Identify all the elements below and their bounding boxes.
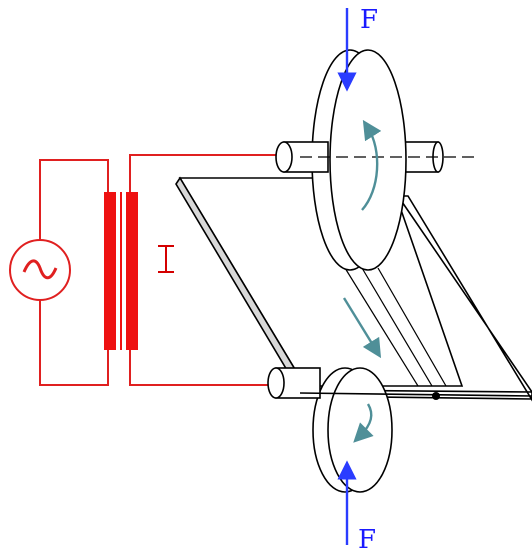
lower-electrode-wheel: [267, 367, 393, 493]
circuit: [39, 154, 280, 386]
rotation-arrow-upper: [361, 119, 382, 211]
secondary-wire-top: [129, 154, 280, 198]
rotation-arrow-lower: [353, 403, 374, 443]
weld-seam: [344, 267, 447, 387]
force-label-bottom: F: [358, 525, 376, 553]
force-label-top: F: [360, 5, 378, 35]
ac-source-icon: [9, 239, 71, 301]
current-label: [158, 245, 174, 273]
primary-wire: [39, 159, 109, 386]
transformer-icon: [104, 192, 138, 350]
secondary-wire-bottom: [129, 350, 270, 386]
sheet-motion-arrow: [342, 297, 382, 359]
